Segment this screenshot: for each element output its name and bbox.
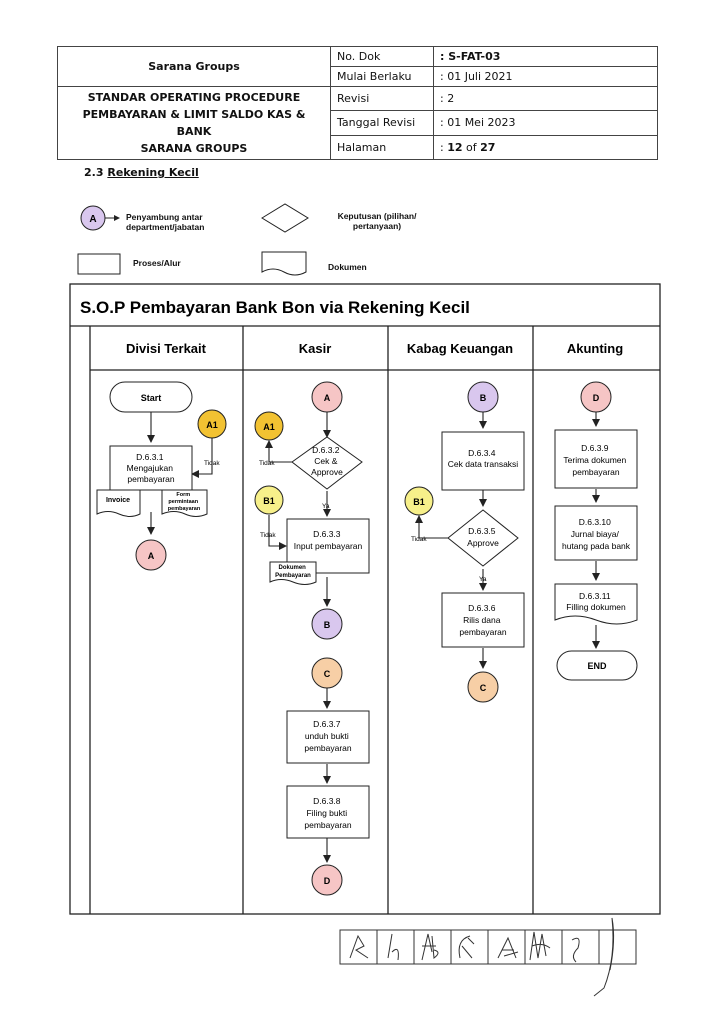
flowchart-frame [69, 283, 661, 915]
connector-a-in-label: A [324, 393, 331, 403]
doc-form-permintaan [161, 489, 208, 517]
step-d6311-text: D.6.3.11 Filling dokumen [566, 591, 626, 612]
page-of: of [462, 140, 481, 154]
connector-a-in-kasir [311, 381, 343, 413]
doc-label-no-dok: No. Dok [330, 46, 434, 67]
step-d638-box [286, 785, 370, 839]
keuangan-tidak-label: Tidak [411, 536, 427, 543]
doc-invoice [96, 489, 141, 517]
connector-d-out-kasir [311, 864, 343, 896]
connector-d-in-akunting [580, 381, 612, 413]
start-label: Start [141, 393, 162, 403]
keuangan-ya-label: Ya [479, 576, 487, 583]
connector-c-out-label: C [480, 683, 487, 693]
connector-b1-keuangan-label: B1 [413, 497, 425, 507]
legend: A [77, 203, 309, 276]
sop-title-cell: STANDAR OPERATING PROCEDURE PEMBAYARAN &… [57, 86, 331, 160]
divisi-tidak-label: Tidak [204, 460, 220, 467]
legend-decision-icon [261, 203, 309, 233]
step-d6310-box [554, 505, 638, 561]
legend-document-icon [261, 251, 307, 276]
legend-document-label: Dokumen [328, 262, 367, 272]
legend-decision-label: Keputusan (pilihan/ pertanyaan) [337, 211, 417, 231]
doc-value-halaman: : 12 of 27 [433, 134, 658, 161]
step-d637-box [286, 710, 370, 764]
step-d639-box [554, 429, 638, 489]
legend-process-label: Proses/Alur [133, 258, 181, 268]
doc-label-tanggal-revisi: Tanggal Revisi [330, 110, 434, 136]
connector-c-in-kasir [311, 657, 343, 689]
doc-dokumen-pembayaran-label: Dokumen Pembayaran [275, 565, 311, 579]
doc-value-revisi: : 2 [433, 85, 658, 112]
halaman-prefix: : [440, 140, 448, 154]
connector-b-in-keuangan [467, 381, 499, 413]
sop-title-line-1: STANDAR OPERATING PROCEDURE [87, 91, 301, 104]
connector-d-out-label: D [324, 876, 331, 886]
connector-a1-kasir [254, 411, 284, 441]
connector-b-out-kasir [311, 608, 343, 640]
page-total: 27 [480, 140, 496, 154]
connector-b1-kasir [254, 485, 284, 515]
step-d639-text: D.6.3.9 Terima dokumen pembayaran [563, 443, 628, 477]
start-terminal [109, 381, 193, 413]
connector-a-out-label: A [148, 551, 155, 561]
connector-a1-kasir-label: A1 [263, 422, 275, 432]
connector-a1-label: A1 [206, 420, 218, 430]
lane-header-akunting: Akunting [567, 341, 623, 356]
doc-dokumen-pembayaran [269, 561, 317, 585]
connector-b-out-label: B [324, 620, 331, 630]
step-d638-text: D.6.3.8 Filing bukti pembayaran [304, 796, 352, 830]
kasir-tidak-label-1: Tidak [259, 460, 275, 467]
kasir-ya-label: Ya [322, 503, 330, 510]
step-d6310-text: D.6.3.10 Jurnal biaya/ hutang pada bank [562, 517, 631, 551]
decision-d632 [291, 436, 363, 490]
connector-b1-keuangan [404, 486, 434, 516]
decision-d632-text: D.6.3.2 Cek & Approve [311, 445, 343, 477]
connector-a-out [135, 539, 167, 571]
company-name: Sarana Groups [57, 46, 331, 87]
lane-header-kasir: Kasir [299, 341, 332, 356]
legend-connector-letter: A [89, 214, 96, 225]
section-heading: 2.3 Rekening Kecil [84, 166, 199, 179]
decision-d635 [447, 509, 519, 567]
step-d634-text: D.6.3.4 Cek data transaksi [448, 448, 519, 469]
decision-d635-text: D.6.3.5 Approve [467, 526, 499, 548]
kasir-tidak-label-2: Tidak [260, 532, 276, 539]
section-title: Rekening Kecil [107, 166, 199, 179]
legend-process-icon [77, 253, 121, 275]
step-d634-box [441, 431, 525, 491]
step-d633-text: D.6.3.3 Input pembayaran [294, 529, 363, 551]
sop-title-line-2: PEMBAYARAN & LIMIT SALDO KAS & BANK [82, 108, 306, 138]
lane-header-divisi: Divisi Terkait [126, 341, 207, 356]
step-d636-box [441, 592, 525, 648]
connector-b1-kasir-label: B1 [263, 496, 275, 506]
flowchart-title: S.O.P Pembayaran Bank Bon via Rekening K… [80, 298, 470, 317]
sop-title-line-3: SARANA GROUPS [140, 142, 248, 155]
step-d631-text: D.6.3.1 Mengajukan pembayaran [127, 452, 176, 484]
connector-d-in-label: D [593, 393, 600, 403]
connector-b-in-label: B [480, 393, 487, 403]
document-header-table: Sarana Groups No. Dok : S-FAT-03 Mulai B… [57, 46, 658, 161]
doc-invoice-label: Invoice [106, 497, 130, 504]
step-d636-text: D.6.3.6 Rilis dana pembayaran [459, 603, 507, 637]
page-number: 12 [447, 140, 463, 154]
end-label: END [587, 661, 607, 671]
lane-header-kabag-keuangan: Kabag Keuangan [407, 341, 513, 356]
doc-form-label: Form permintaan pembayaran [168, 492, 201, 512]
end-terminal [556, 650, 638, 681]
doc-value-tanggal-revisi: : 01 Mei 2023 [433, 110, 658, 136]
doc-value-mulai-berlaku: : 01 Juli 2021 [433, 66, 658, 87]
step-d637-text: D.6.3.7 unduh bukti pembayaran [304, 719, 352, 753]
doc-d6311 [554, 583, 638, 625]
signature-initials-strip [339, 917, 637, 997]
section-number: 2.3 [84, 166, 104, 179]
connector-c-out-keuangan [467, 671, 499, 703]
connector-a1-in-divisi [197, 409, 227, 439]
connector-c-in-label: C [324, 669, 331, 679]
legend-connector-label: Penyambung antar department/jabatan [126, 212, 205, 232]
step-d631-box [109, 445, 193, 491]
